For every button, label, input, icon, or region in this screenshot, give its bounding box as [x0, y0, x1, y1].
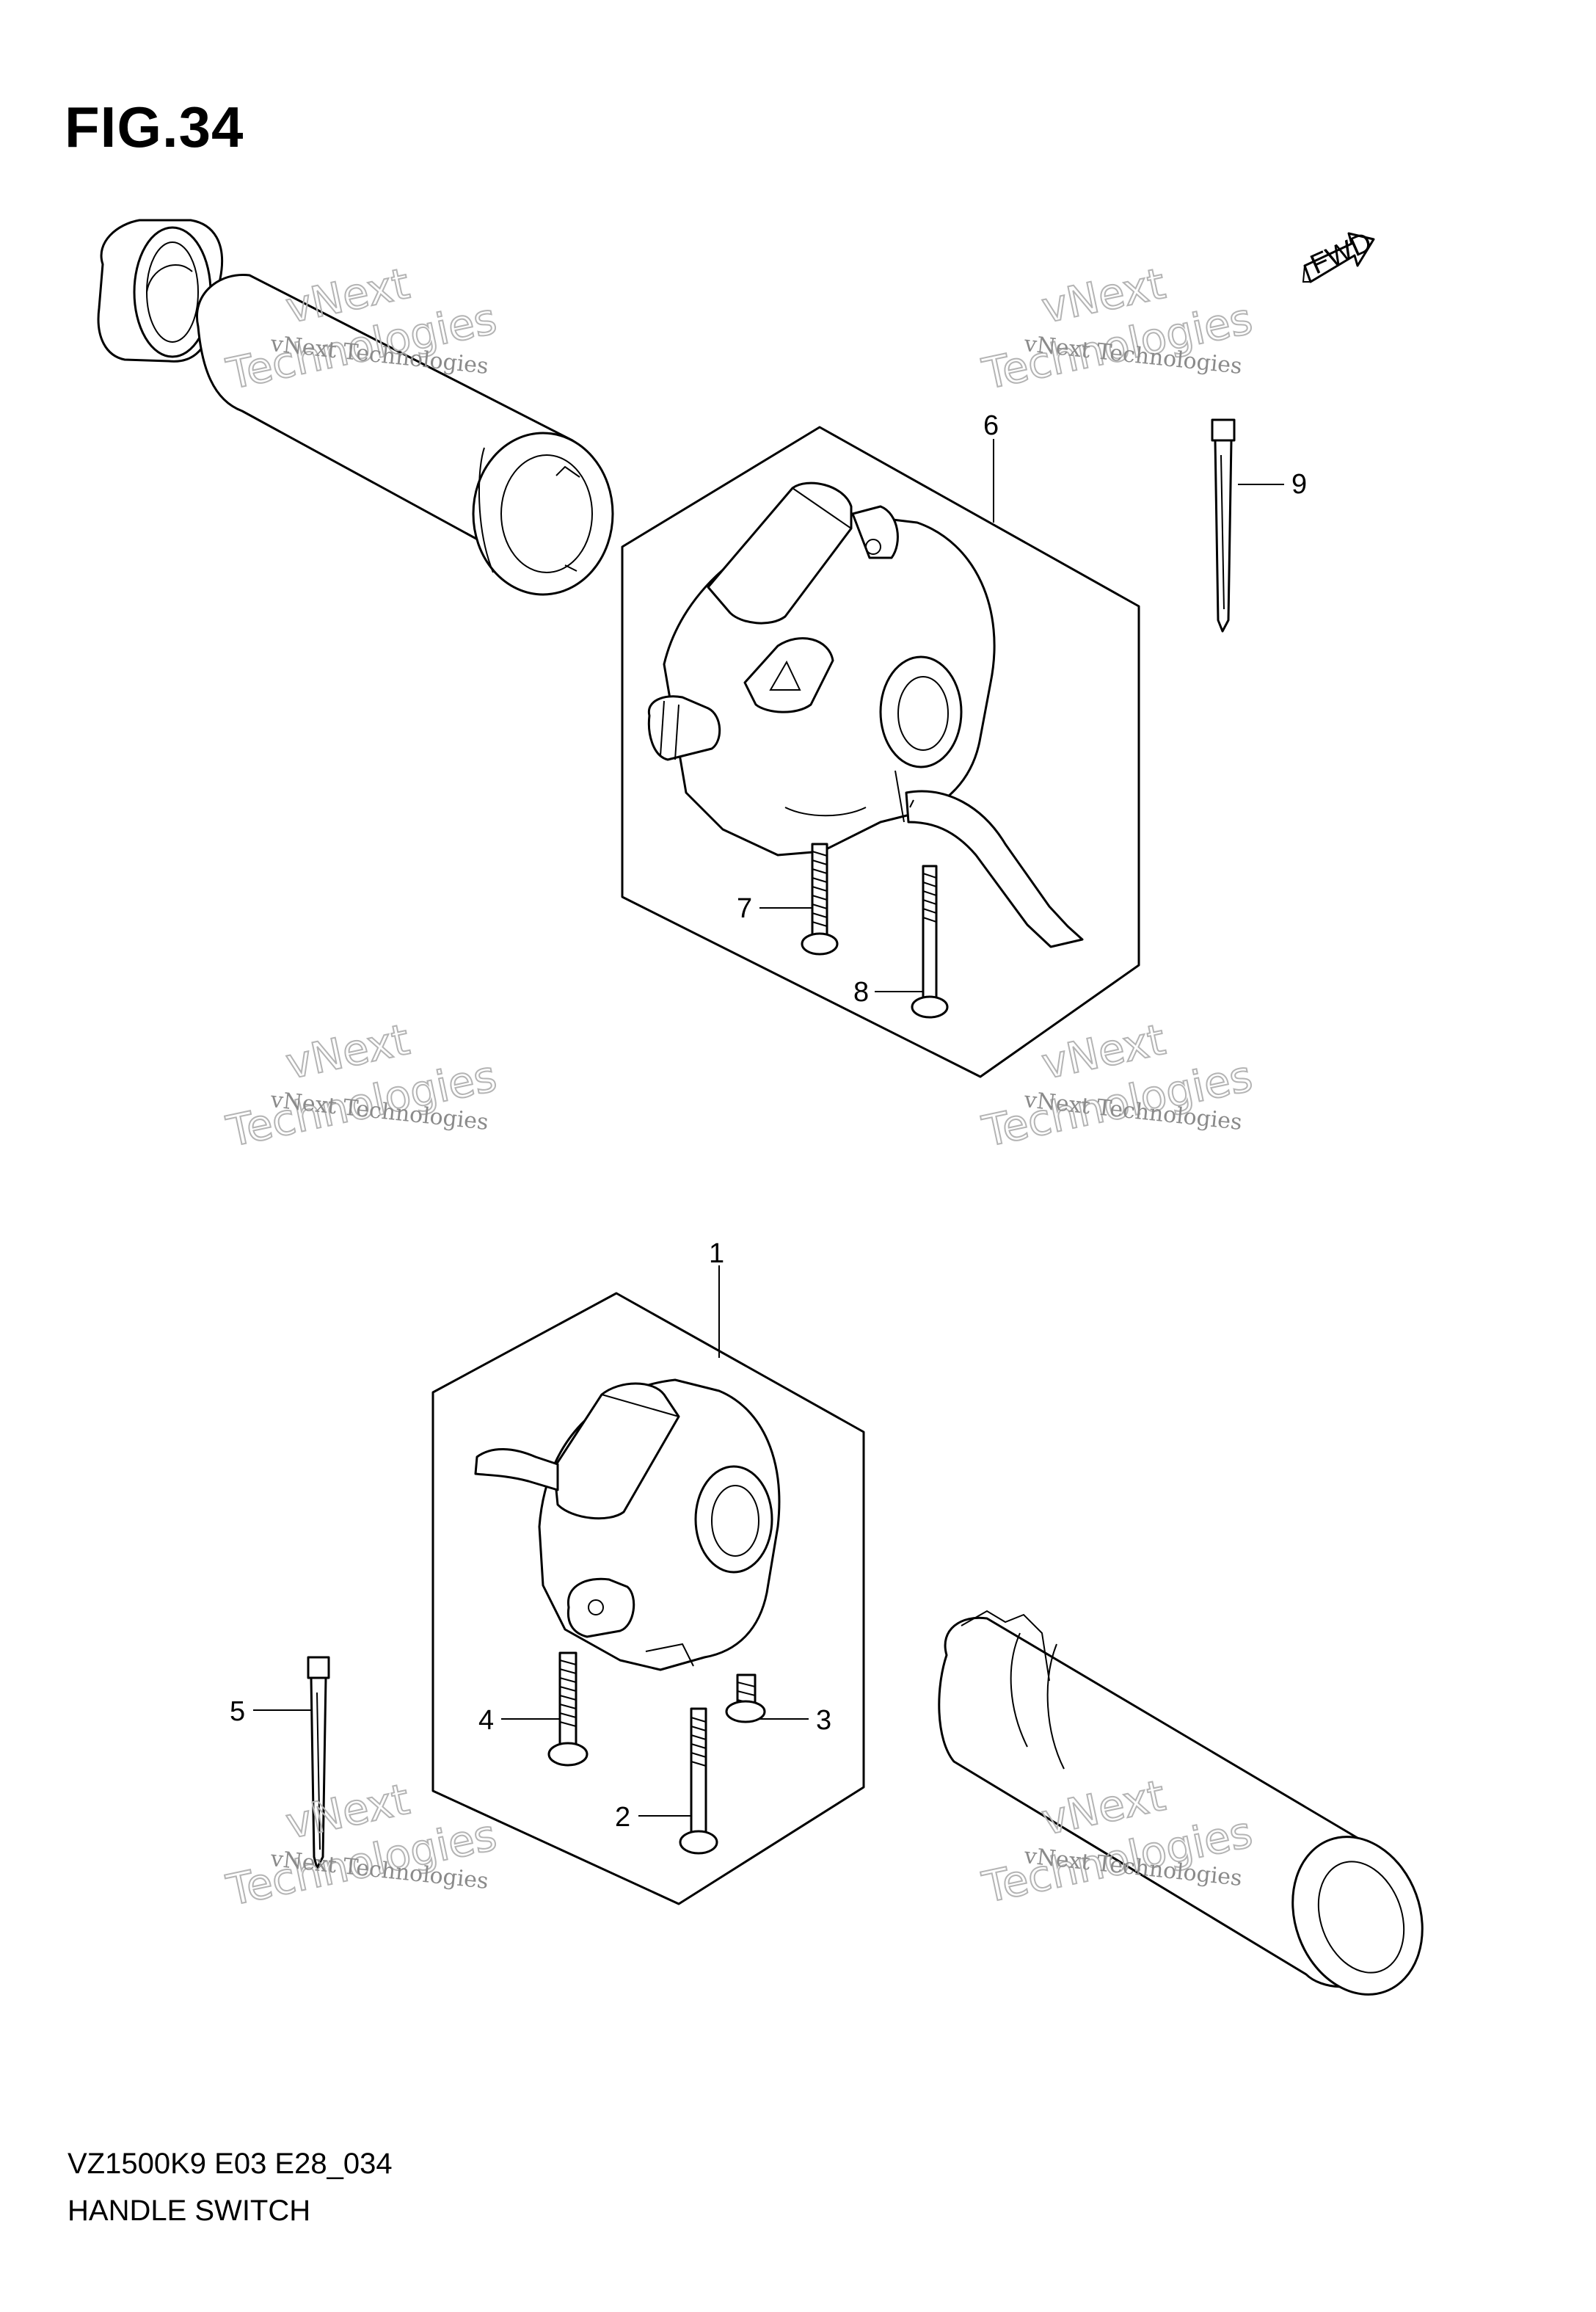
screw-2 [679, 1707, 718, 1855]
callout-8: 8 [853, 977, 869, 1008]
callout-2: 2 [615, 1802, 630, 1833]
cable-tie-9 [1211, 418, 1236, 633]
callout-4: 4 [478, 1705, 494, 1736]
cable-tie-5 [307, 1656, 330, 1869]
left-handle-switch-housing [474, 1378, 781, 1671]
section-name: HANDLE SWITCH [68, 2195, 311, 2227]
bracket-box-6 [621, 426, 1140, 1078]
callout-5: 5 [230, 1696, 245, 1727]
fwd-arrow-icon: FWD [1302, 227, 1377, 283]
model-code: VZ1500K9 E03 E28_034 [68, 2148, 393, 2180]
throttle-grip [938, 1610, 1424, 1996]
left-handlebar-grip [196, 273, 614, 596]
bracket-box-1 [431, 1292, 865, 1905]
callout-3: 3 [816, 1705, 831, 1736]
figure-title: FIG.34 [65, 95, 244, 159]
screw-8 [911, 865, 949, 1019]
callout-6: 6 [983, 410, 999, 441]
watermark-middle-left: vNext Technologies vNext Technologies [222, 1014, 502, 1157]
watermark-top-right: vNext Technologies vNext Technologies [977, 258, 1258, 400]
grip-end-ring [97, 219, 224, 363]
screw-4 [547, 1651, 589, 1767]
watermark-bottom-left: vNext Technologies vNext Technologies [222, 1773, 502, 1916]
screw-3 [725, 1673, 766, 1723]
fwd-label: FWD [1306, 227, 1377, 281]
callout-1: 1 [709, 1238, 724, 1269]
leader-lines [253, 439, 1284, 1817]
watermark-middle-right: vNext Technologies vNext Technologies [977, 1014, 1258, 1157]
callout-7: 7 [737, 893, 752, 924]
callout-9: 9 [1291, 469, 1307, 500]
screw-7 [801, 843, 839, 956]
right-handle-switch-housing [647, 481, 1084, 948]
